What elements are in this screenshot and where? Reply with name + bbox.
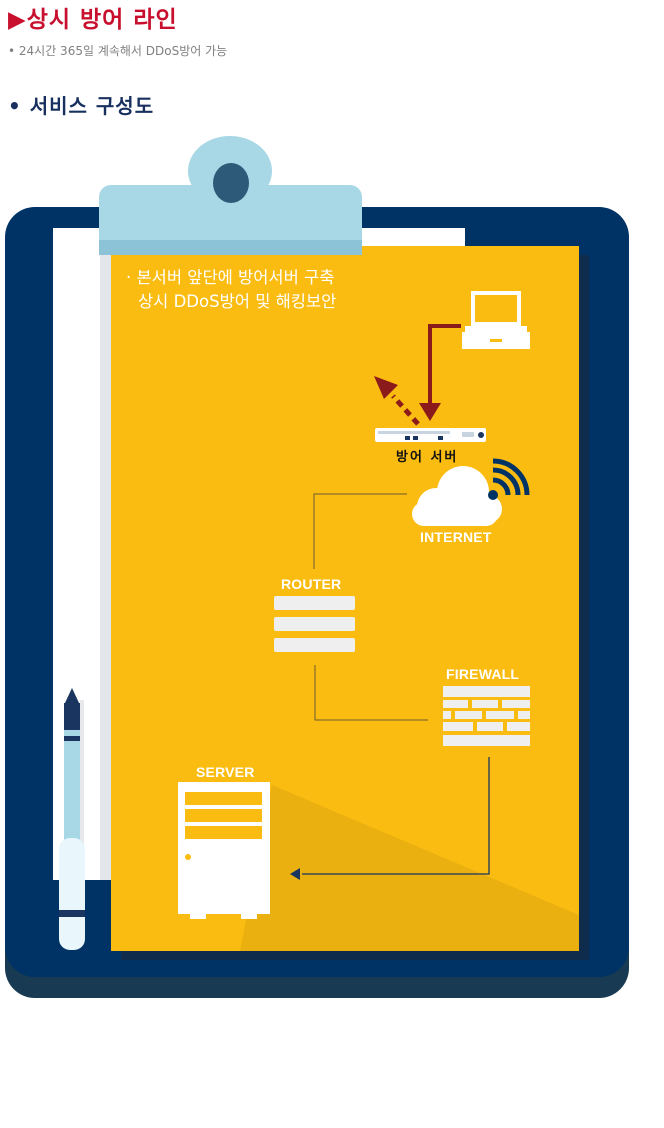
wifi-icon: [488, 458, 530, 500]
clip-hole: [213, 163, 249, 203]
traffic-arrow-head: [419, 403, 441, 421]
page-title: ▶상시 방어 라인: [8, 7, 178, 33]
clip-base: [99, 185, 362, 255]
defense-server-icon: [375, 428, 486, 442]
cloud-icon: [412, 466, 502, 526]
section-heading: • 서비스 구성도: [8, 94, 155, 118]
diagram-caption: · 본서버 앞단에 방어서버 구축 상시 DDoS방어 및 해킹보안: [126, 266, 336, 314]
paper-edge: [100, 236, 114, 880]
server-long-shadow: [240, 785, 579, 951]
router-icon: [274, 596, 355, 652]
internet-router-line: [313, 493, 407, 569]
pen-icon: [59, 688, 85, 950]
firewall-label: FIREWALL: [446, 666, 520, 682]
blocked-arrow-line: [391, 394, 420, 426]
internet-label: INTERNET: [420, 529, 492, 545]
traffic-arrow-line: [428, 324, 461, 404]
firewall-icon: [443, 686, 530, 746]
page-subtitle: • 24시간 365일 계속해서 DDoS방어 가능: [8, 44, 228, 58]
server-arrow-head: [290, 868, 300, 880]
defense-server-label: 방어 서버: [396, 450, 459, 465]
blocked-arrow-head: [374, 376, 398, 399]
firewall-server-line: [302, 757, 490, 875]
router-firewall-line: [314, 665, 428, 721]
server-icon: [178, 782, 270, 919]
server-label: SERVER: [196, 764, 255, 780]
clip-base-shade: [99, 240, 362, 255]
caption-line-2: 상시 DDoS방어 및 해킹보안: [138, 292, 337, 311]
caption-line-1: · 본서버 앞단에 방어서버 구축: [126, 268, 335, 287]
laptop-icon: [462, 291, 530, 349]
router-label: ROUTER: [281, 576, 342, 592]
